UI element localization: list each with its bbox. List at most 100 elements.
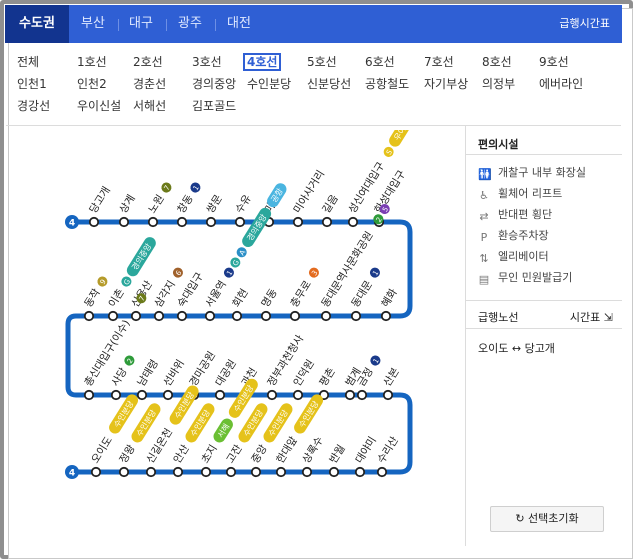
station-marker[interactable] xyxy=(204,310,216,322)
station-marker[interactable] xyxy=(356,389,368,401)
tab-busan[interactable]: 부산 xyxy=(81,16,105,31)
line-option[interactable]: 신분당선 xyxy=(307,77,352,91)
line-option[interactable]: 전체 xyxy=(17,55,40,69)
station-name[interactable]: 회현 xyxy=(230,287,250,310)
station-marker[interactable] xyxy=(250,466,262,478)
line-option[interactable]: 자기부상 xyxy=(424,77,469,91)
station-name[interactable]: 동대문 xyxy=(349,278,375,309)
station-marker[interactable] xyxy=(376,466,388,478)
line-option[interactable]: 7호선 xyxy=(424,55,454,69)
station-name[interactable]: 한대앞 xyxy=(274,434,300,465)
station-marker[interactable] xyxy=(162,389,174,401)
station-label-group[interactable]: 회현 xyxy=(230,287,250,310)
facility-item[interactable]: ⇅엘리베이터 xyxy=(478,250,548,265)
station-name[interactable]: 반월 xyxy=(327,443,347,466)
express-timetable-link[interactable]: 급행시간표 xyxy=(559,17,610,30)
station-name[interactable]: 상계 xyxy=(117,193,137,216)
station-marker[interactable] xyxy=(130,310,142,322)
station-name[interactable]: 인덕원 xyxy=(291,358,317,389)
station-name[interactable]: 이촌 xyxy=(106,287,127,310)
line-option[interactable]: 서해선 xyxy=(133,99,167,113)
station-label-group[interactable]: 당고개 xyxy=(87,185,113,216)
station-name[interactable]: 중앙 xyxy=(249,443,270,466)
station-name[interactable]: 동작 xyxy=(82,287,103,310)
station-label-group[interactable]: 길음 xyxy=(320,192,341,216)
station-name[interactable]: 당고개 xyxy=(87,185,113,216)
station-marker[interactable] xyxy=(382,389,394,401)
station-marker[interactable] xyxy=(354,466,366,478)
station-marker[interactable] xyxy=(172,466,184,478)
line-option[interactable]: 수인분당 xyxy=(247,77,292,91)
station-label-group[interactable]: 반월 xyxy=(327,443,347,466)
facility-item[interactable]: ♿휠체어 리프트 xyxy=(478,187,562,202)
station-label-group[interactable]: 산본 xyxy=(381,366,402,389)
line-option[interactable]: 공항철도 xyxy=(365,77,410,91)
station-marker[interactable] xyxy=(110,389,122,401)
station-marker[interactable] xyxy=(231,310,243,322)
facility-item[interactable]: ⇄반대편 횡단 xyxy=(478,208,552,223)
station-name[interactable]: 상록수 xyxy=(300,434,326,465)
station-marker[interactable] xyxy=(205,216,217,228)
line-option[interactable]: 9호선 xyxy=(539,55,569,69)
station-marker[interactable] xyxy=(380,310,392,322)
line-option[interactable]: 8호선 xyxy=(482,55,512,69)
station-marker[interactable] xyxy=(107,310,119,322)
station-marker[interactable] xyxy=(344,389,356,401)
station-marker[interactable] xyxy=(292,216,304,228)
station-name[interactable]: 초지 xyxy=(199,443,219,466)
station-label-group[interactable]: 대야미 xyxy=(353,434,379,465)
line-option[interactable]: 4호선 xyxy=(243,53,282,71)
line-option[interactable]: 인천2 xyxy=(77,77,107,91)
station-marker[interactable] xyxy=(118,216,130,228)
station-marker[interactable] xyxy=(320,310,332,322)
station-name[interactable]: 오이도 xyxy=(89,434,115,465)
station-name[interactable]: 수유 xyxy=(233,193,254,216)
station-name[interactable]: 남태령 xyxy=(135,358,161,389)
station-name[interactable]: 사당 xyxy=(109,366,130,389)
station-marker[interactable] xyxy=(145,466,157,478)
timetable-link[interactable]: 시간표 ⇲ xyxy=(570,309,613,325)
station-name[interactable]: 쌍문 xyxy=(204,193,225,216)
station-name[interactable]: 삼각지 xyxy=(152,279,178,310)
station-label-group[interactable]: 남태령 xyxy=(135,358,161,389)
station-marker[interactable] xyxy=(266,389,278,401)
tab-daegu[interactable]: 대구 xyxy=(129,16,153,31)
station-marker[interactable] xyxy=(301,466,313,478)
line-option[interactable]: 에버라인 xyxy=(539,77,584,91)
station-marker[interactable] xyxy=(347,216,359,228)
station-marker[interactable] xyxy=(292,389,304,401)
station-marker[interactable] xyxy=(260,310,272,322)
station-name[interactable]: 노원 xyxy=(146,193,166,216)
facility-item[interactable]: 🚻개찰구 내부 화장실 xyxy=(478,166,586,181)
station-name[interactable]: 길음 xyxy=(320,192,341,216)
station-name[interactable]: 산본 xyxy=(381,366,402,389)
station-marker[interactable] xyxy=(88,216,100,228)
station-label-group[interactable]: 수리산 xyxy=(375,434,401,465)
station-label-group[interactable]: 인덕원 xyxy=(291,358,317,389)
station-marker[interactable] xyxy=(136,389,148,401)
line-option[interactable]: 경춘선 xyxy=(133,77,167,91)
station-marker[interactable] xyxy=(289,310,301,322)
station-marker[interactable] xyxy=(200,466,212,478)
station-name[interactable]: 동대문역사문화공원 xyxy=(319,229,375,309)
station-marker[interactable] xyxy=(275,466,287,478)
station-label-group[interactable]: 사당2 xyxy=(109,353,137,389)
reset-selection-button[interactable]: ↻ 선택초기화 xyxy=(490,506,604,532)
station-label-group[interactable]: 노원7 xyxy=(146,180,174,216)
tab-gwangju[interactable]: 광주 xyxy=(178,16,202,31)
station-label-group[interactable]: 평촌 xyxy=(317,366,338,389)
station-label-group[interactable]: 명동 xyxy=(259,287,280,310)
station-name[interactable]: 안산 xyxy=(171,443,192,466)
line-option[interactable]: 2호선 xyxy=(133,55,163,69)
station-marker[interactable] xyxy=(83,310,95,322)
line-option[interactable]: 3호선 xyxy=(192,55,222,69)
line-option[interactable]: 인천1 xyxy=(17,77,47,91)
station-name[interactable]: 창동 xyxy=(175,193,196,216)
station-marker[interactable] xyxy=(176,310,188,322)
station-name[interactable]: 고잔 xyxy=(224,443,245,466)
